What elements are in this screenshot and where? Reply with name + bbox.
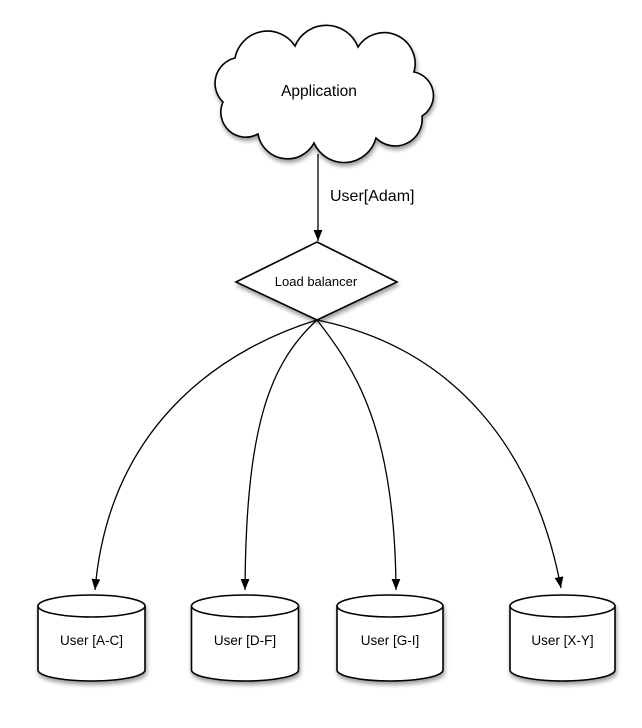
shard-label-a-c: User [A-C]: [60, 633, 123, 648]
flow-arrow-to-shard-d-f: [240, 319, 318, 591]
flow-arrow-to-shard-a-c: [91, 319, 318, 591]
cylinder-top: [190, 594, 300, 618]
flow-arrow-to-shard-x-y: [316, 319, 564, 589]
database-cylinder-user-a-c: User [A-C]: [37, 594, 146, 682]
cylinder-top: [336, 594, 444, 618]
edge-label-user-adam: User[Adam]: [330, 188, 414, 205]
cylinder-body: [509, 606, 616, 682]
cylinder-body: [190, 606, 300, 682]
shard-label-g-i: User [G-I]: [361, 633, 420, 648]
cylinder-body: [37, 606, 146, 682]
shard-label-x-y: User [X-Y]: [531, 633, 593, 648]
cylinder-top: [509, 594, 616, 618]
flow-arrow-to-shard-g-i: [316, 319, 401, 591]
edges-load-balancer-to-shards: [91, 319, 564, 591]
edge-application-to-load-balancer: User[Adam]: [313, 154, 414, 241]
cloud-shape: [214, 24, 435, 164]
application-cloud-node: Application: [214, 24, 435, 164]
cylinder-top: [37, 594, 146, 618]
database-cylinder-user-x-y: User [X-Y]: [509, 594, 616, 682]
load-balancer-label: Load balancer: [275, 274, 358, 289]
load-balancer-node: Load balancer: [234, 241, 399, 321]
cylinder-body: [336, 606, 444, 682]
database-cylinder-user-g-i: User [G-I]: [336, 594, 444, 682]
application-label: Application: [281, 83, 357, 100]
shard-label-d-f: User [D-F]: [214, 633, 276, 648]
database-cylinder-user-d-f: User [D-F]: [190, 594, 300, 682]
